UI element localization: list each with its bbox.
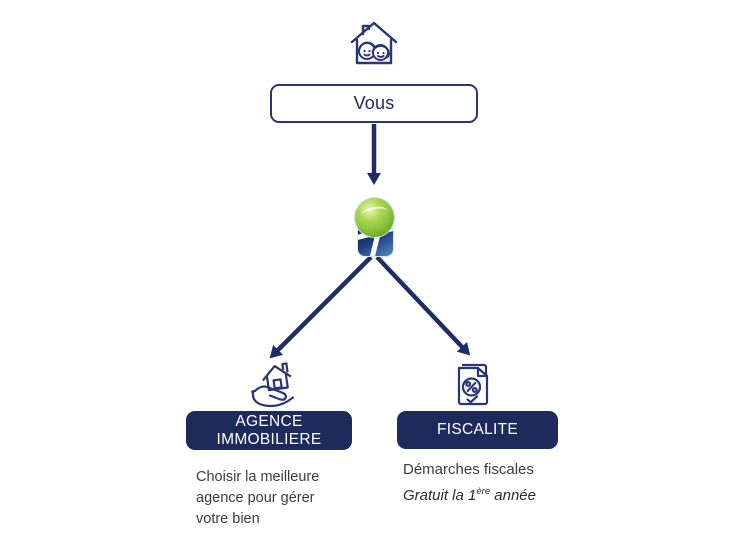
fiscalite-node: FISCALITE [397,411,558,449]
vous-label: Vous [353,93,395,113]
tax-document-icon [450,357,498,412]
fiscalite-label: FISCALITE [436,421,519,438]
fiscalite-description: Démarches fiscales [403,461,534,478]
arrow-logo-to-fiscalite [375,255,471,356]
fiscalite-note: Gratuit la 1ère année [403,486,536,504]
hand-house-icon [243,360,301,415]
logo-green-ball [355,198,394,237]
arrow-logo-to-agence [269,255,373,359]
agence-immobiliere-node: AGENCE IMMOBILIERE [186,411,352,450]
vous-node: Vous [270,84,478,123]
agence-description: Choisir la meilleure agence pour gérer v… [196,467,356,530]
agence-description-line: votre bien [196,511,260,527]
family-house-icon [350,19,398,76]
agence-description-line: agence pour gérer [196,490,315,506]
company-logo-icon [354,198,396,256]
agence-description-line: Choisir la meilleure [196,469,320,485]
agence-immobiliere-label: AGENCE IMMOBILIERE [216,412,322,448]
